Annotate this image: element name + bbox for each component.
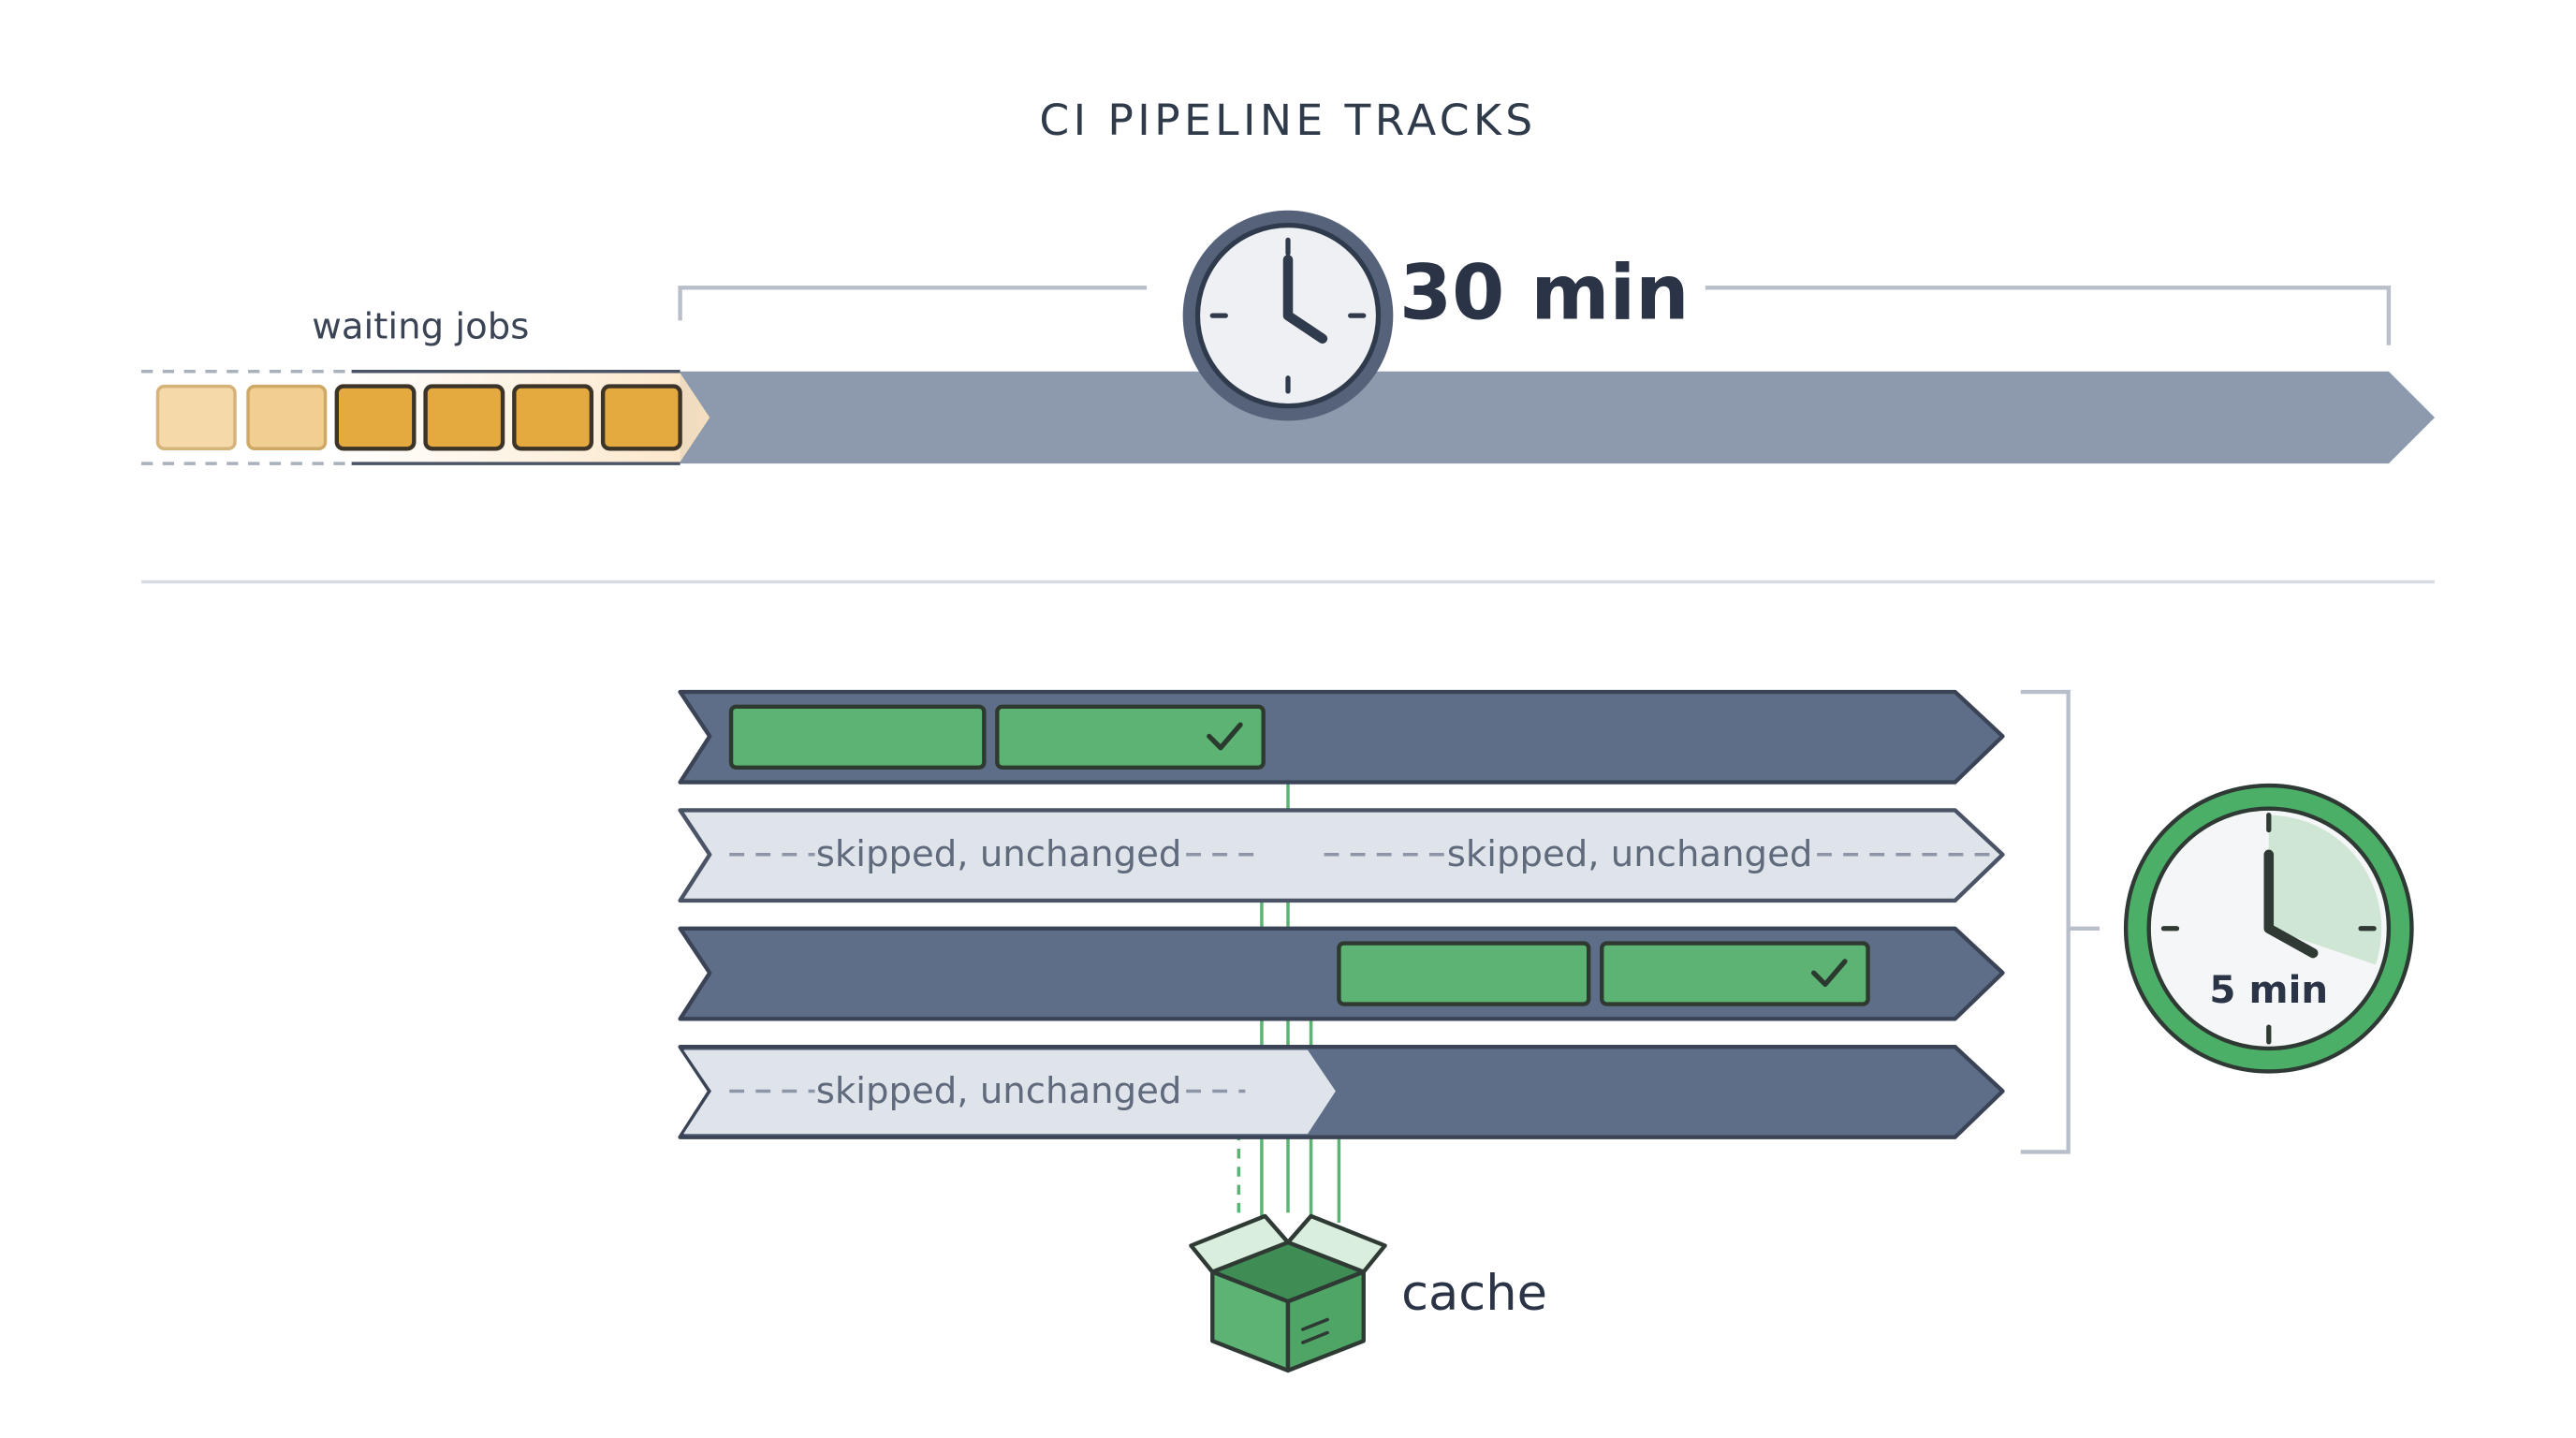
- bottom-duration-label: 5 min: [2209, 968, 2328, 1012]
- skipped-label: skipped, unchanged: [816, 1070, 1182, 1112]
- top-duration-label: 30 min: [1399, 250, 1690, 338]
- waiting-job-block: [600, 384, 682, 451]
- top-track-group: waiting jobs 30 min: [140, 210, 2436, 465]
- diagram-title: CI PIPELINE TRACKS: [1039, 95, 1536, 145]
- top-track-arrow: [680, 371, 2436, 464]
- duration-bracket-top: [678, 286, 2392, 345]
- waiting-job-block: [246, 384, 328, 451]
- skipped-segment: [683, 1049, 1336, 1135]
- job-block: [995, 704, 1266, 770]
- cache-label: cache: [1401, 1265, 1547, 1322]
- cache-box-icon: [1189, 1213, 1387, 1373]
- clock-icon: [1182, 210, 1394, 421]
- waiting-job-block: [155, 384, 237, 451]
- job-block: [1600, 941, 1870, 1006]
- waiting-job-block: [423, 384, 505, 451]
- check-icon: [1207, 722, 1243, 751]
- waiting-jobs-label: waiting jobs: [312, 306, 529, 348]
- duration-bracket-bottom: [2020, 689, 2100, 1154]
- job-block: [728, 704, 987, 770]
- check-icon: [1810, 959, 1848, 988]
- clock-icon: [2123, 783, 2414, 1074]
- waiting-job-block: [334, 384, 417, 451]
- skipped-label: skipped, unchanged: [1447, 833, 1813, 875]
- skipped-label: skipped, unchanged: [816, 833, 1182, 875]
- pipeline-track-2-skipped: [678, 808, 2005, 903]
- job-block: [1337, 941, 1591, 1006]
- waiting-job-block: [512, 384, 594, 451]
- parallel-tracks-group: skipped, unchanged skipped, unchanged sk…: [678, 689, 2414, 1373]
